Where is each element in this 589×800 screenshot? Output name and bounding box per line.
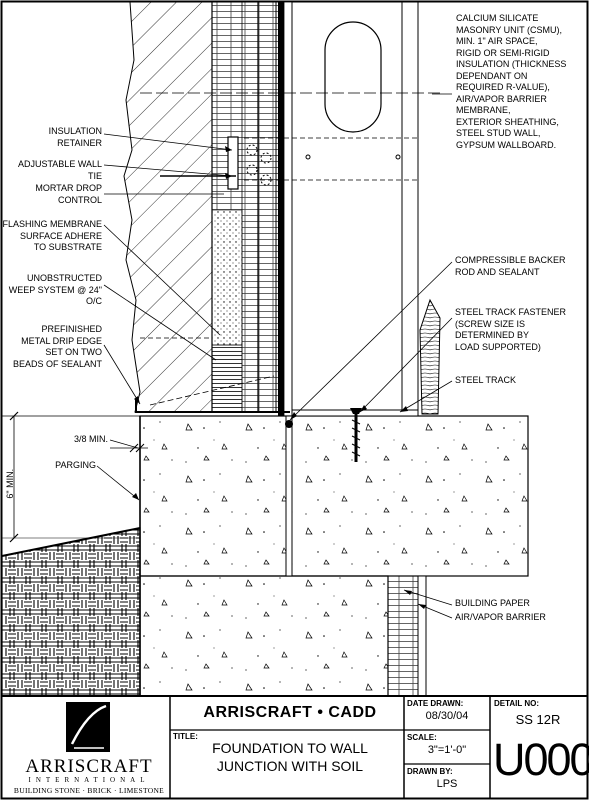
drip-edge bbox=[135, 400, 290, 413]
callout-track-fastener: STEEL TRACK FASTENER (SCREW SIZE IS DETE… bbox=[455, 307, 567, 352]
title-block-frame bbox=[2, 695, 588, 798]
scale-value: 3"=1'-0" bbox=[427, 744, 467, 756]
drawing-code: U000 bbox=[493, 734, 589, 785]
masonry-unit bbox=[123, 1, 213, 413]
scale-label: SCALE: bbox=[407, 733, 437, 742]
callout-building-paper: BUILDING PAPER bbox=[455, 598, 530, 608]
logo-tagline: BUILDING STONE · BRICK · LIMESTONE bbox=[13, 786, 165, 795]
air-vapor-barrier bbox=[278, 2, 284, 416]
logo-subtitle: INTERNATIONAL bbox=[28, 776, 150, 784]
callout-min-gap: 3/8 MIN. bbox=[73, 434, 108, 444]
date-value: 08/30/04 bbox=[425, 710, 469, 722]
callout-insulation-retainer: INSULATION RETAINER bbox=[48, 126, 102, 148]
lower-wall bbox=[387, 575, 419, 697]
wall-tie-plate bbox=[227, 136, 239, 190]
soil bbox=[1, 527, 141, 697]
callout-drip-edge: PREFINISHED METAL DRIP EDGE SET ON TWO B… bbox=[12, 324, 102, 369]
callout-wall-assembly: CALCIUM SILICATE MASONRY UNIT (CSMU), MI… bbox=[456, 13, 567, 150]
backer-rod bbox=[285, 420, 293, 428]
stud-knockout bbox=[324, 21, 382, 133]
callout-backer-rod: COMPRESSIBLE BACKER ROD AND SEALANT bbox=[455, 255, 566, 277]
title-label: TITLE: bbox=[173, 732, 198, 741]
sheathing bbox=[283, 1, 293, 417]
concrete-foundation-lower bbox=[139, 575, 389, 697]
callout-mortar-drop-control: MORTAR DROP CONTROL bbox=[35, 183, 102, 205]
concrete-foundation bbox=[139, 415, 529, 577]
leader-arrowheads bbox=[132, 146, 426, 609]
callout-air-vapor-barrier: AIR/VAPOR BARRIER bbox=[455, 612, 546, 622]
callout-parging: PARGING bbox=[55, 460, 96, 470]
callout-adjustable-wall-tie: ADJUSTABLE WALL TIE bbox=[17, 159, 102, 181]
gypsum-wallboard bbox=[401, 1, 419, 413]
logo-name: ARRISCRAFT bbox=[25, 756, 153, 777]
drawn-by-label: DRAWN BY: bbox=[407, 767, 453, 776]
date-label: DATE DRAWN: bbox=[407, 699, 464, 708]
arriscraft-logo-mark bbox=[66, 702, 110, 752]
callout-flashing-membrane: FLASHING MEMBRANE SURFACE ADHERE TO SUBS… bbox=[2, 219, 102, 252]
detail-number: SS 12R bbox=[515, 712, 561, 727]
brand-heading: ARRISCRAFT • CADD bbox=[203, 704, 377, 721]
drawing-title: FOUNDATION TO WALL JUNCTION WITH SOIL bbox=[212, 740, 368, 774]
detail-label: DETAIL No: bbox=[494, 699, 540, 708]
dimension-min-height: 6" MIN. bbox=[5, 468, 16, 499]
insulation bbox=[211, 209, 243, 346]
base-trim bbox=[419, 298, 441, 415]
callout-weep-system: UNOBSTRUCTED WEEP SYSTEM @ 24" O/C bbox=[8, 273, 102, 306]
leader-lines bbox=[96, 93, 453, 619]
callout-steel-track: STEEL TRACK bbox=[455, 375, 517, 385]
weep-course bbox=[211, 344, 243, 413]
drawn-by-value: LPS bbox=[436, 778, 458, 790]
